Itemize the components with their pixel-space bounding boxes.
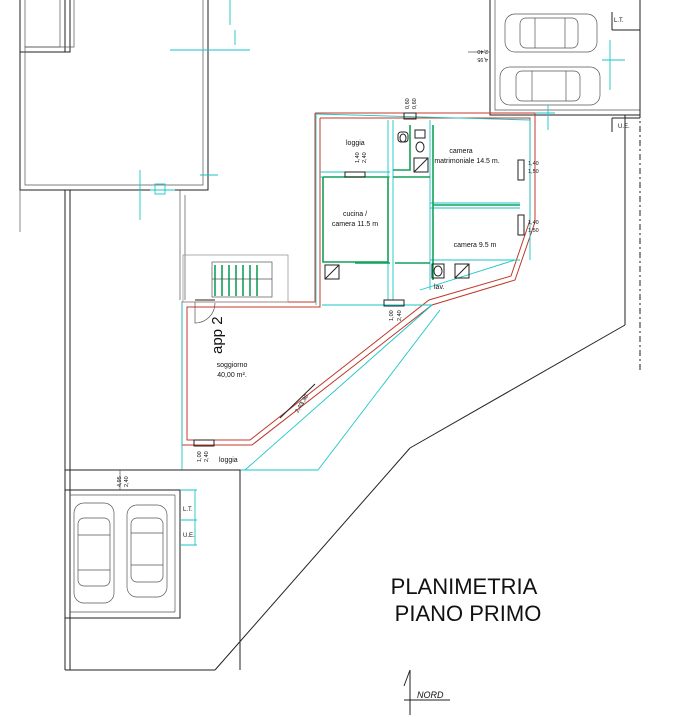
car-icon (73, 502, 115, 604)
shower-icon (413, 157, 429, 173)
utility-ue-bottom: U.E. (183, 533, 195, 539)
car-icon (499, 66, 601, 106)
window-icon (517, 214, 525, 236)
north-label: NORD (417, 690, 444, 700)
dim-diag-b: 2,40 (295, 402, 306, 414)
garage-bottom-left (65, 469, 241, 670)
wc-icon (397, 131, 409, 143)
dim-door-b: 2,40 (397, 310, 403, 321)
plan-title-line2: PIANO PRIMO (395, 601, 542, 626)
car-icon (126, 504, 168, 598)
room-label-lav: lav. (434, 284, 444, 291)
room-label-camera-matrimoniale-2: matrimoniale 14.5 m. (434, 158, 499, 165)
dim-garage-top-b: 4,95 (477, 56, 488, 62)
dim-garage-top-a: 2,40 (477, 48, 488, 54)
window-icon (403, 112, 417, 120)
window-icon (279, 383, 316, 419)
car-icon (504, 13, 598, 53)
plan-title-line1: PLANIMETRIA (391, 574, 538, 599)
room-label-camera-matrimoniale-1: camera (449, 148, 472, 155)
garage-top-right: 2,40 4,95 (468, 0, 641, 132)
dim-win2-a: 1,40 (528, 220, 539, 226)
apartment (181, 105, 555, 471)
north-arrow-icon (403, 669, 450, 715)
dim-loggia-b: 2,40 (362, 152, 368, 163)
dim-door-a: 1,00 (389, 310, 395, 321)
adjacent-building-top-left (19, 0, 250, 670)
shower-icon (454, 263, 470, 279)
right-boundary (65, 0, 641, 671)
room-label-soggiorno-2: 40,00 m². (217, 372, 247, 379)
window-icon (383, 299, 405, 307)
window-icon (344, 171, 366, 178)
bidet-icon (414, 129, 426, 153)
dim-garage-bottom-a: 4,95 (117, 476, 123, 487)
room-label-cucina-2: camera 11.5 m (332, 221, 378, 228)
kitchen-sink-icon (324, 264, 340, 280)
room-label-soggiorno-1: soggiorno (217, 362, 248, 369)
room-label-loggia-bottom: loggia (219, 457, 238, 464)
utility-ue-top: U.E. (618, 124, 630, 130)
utility-lt-bottom: L.T. (183, 507, 193, 513)
dim-loggia-bottom-a: 1,00 (197, 451, 203, 462)
dim-win2-b: 1,50 (528, 228, 539, 234)
unit-label: app 2 (209, 316, 226, 354)
room-label-cucina-1: cucina / (343, 211, 367, 218)
utility-lt-top: L.T. (614, 18, 624, 24)
window-icon (193, 439, 215, 447)
washbasin-icon (431, 263, 445, 279)
dim-win1-b: 1,50 (528, 169, 539, 175)
door-icon (194, 299, 216, 324)
dim-vent-a: 0,60 (405, 98, 411, 109)
dim-win1-a: 1,40 (528, 161, 539, 167)
dim-loggia-bottom-b: 2,40 (204, 451, 210, 462)
window-icon (517, 159, 525, 181)
room-label-loggia-top: loggia (346, 140, 365, 147)
staircase (182, 254, 289, 303)
room-label-camera-small: camera 9.5 m (454, 242, 497, 249)
dim-vent-b: 0,60 (412, 98, 418, 109)
dim-loggia-a: 1,40 (355, 152, 361, 163)
dim-garage-bottom-b: 2,40 (124, 476, 130, 487)
dim-diag-a: 1,80 (300, 394, 311, 406)
